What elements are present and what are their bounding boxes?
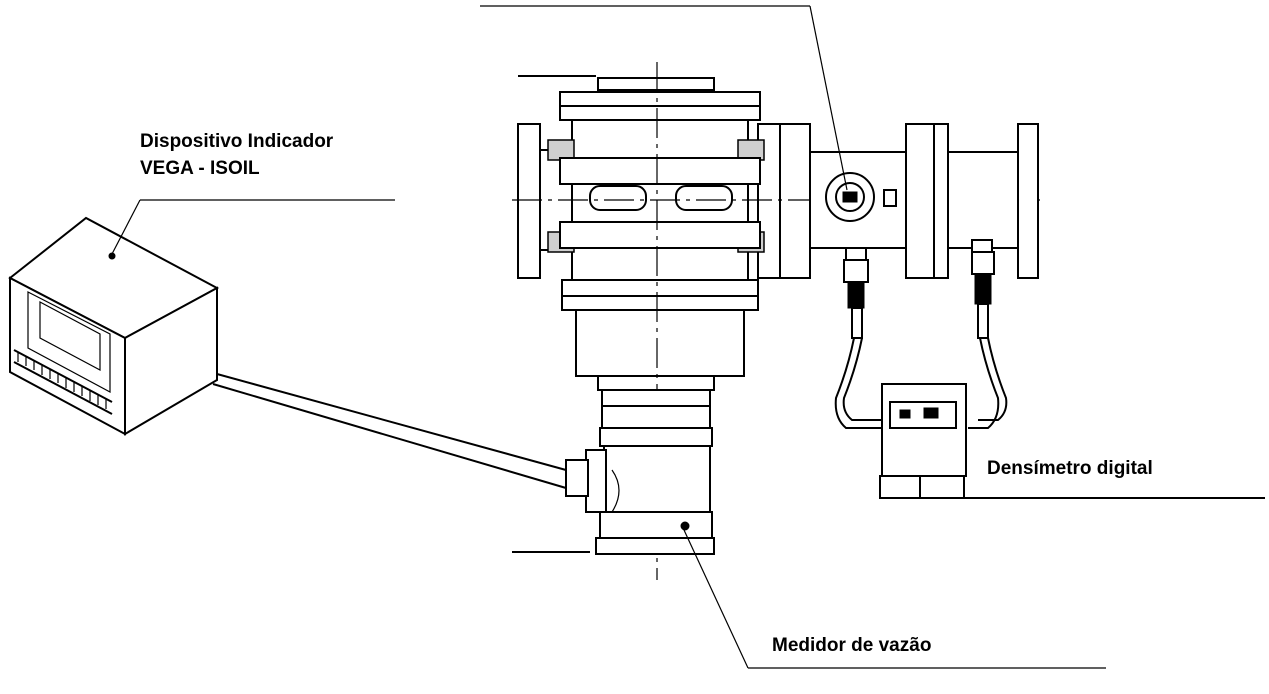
gauge-leader — [480, 5, 848, 191]
sampling-lines — [834, 239, 1008, 429]
flow-meter — [512, 389, 715, 555]
horizontal-pipe — [809, 123, 1039, 279]
indicator-label-line2: VEGA - ISOIL — [140, 158, 260, 179]
densimeter-label: Densímetro digital — [987, 458, 1153, 479]
digital-densimeter — [879, 383, 1265, 499]
flowmeter-leader — [683, 529, 1106, 669]
indicator-device — [8, 216, 220, 436]
indicator-leader — [111, 199, 395, 255]
terminal-strip — [13, 349, 113, 415]
flowmeter-label: Medidor de vazão — [772, 635, 932, 656]
indicator-label-line1: Dispositivo Indicador — [140, 131, 334, 152]
signal-cable — [212, 373, 567, 489]
